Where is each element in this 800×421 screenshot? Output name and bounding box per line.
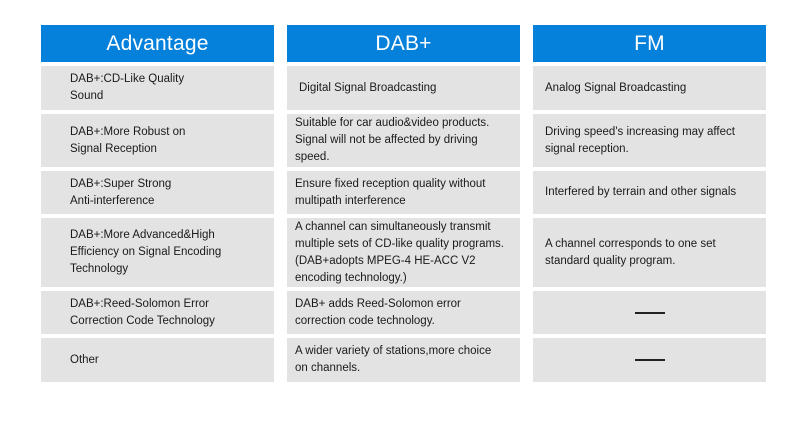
cell-text: A channel corresponds to one set standar… [545, 237, 716, 267]
cell-text: Analog Signal Broadcasting [545, 81, 687, 94]
cell-text: A channel can simultaneously transmit mu… [295, 220, 504, 284]
cell-text: DAB+:More Robust on Signal Reception [70, 125, 186, 155]
cell-text: DAB+:Reed-Solomon Error Correction Code … [70, 297, 215, 327]
column-header-fm: FM [533, 25, 766, 62]
cell-text: DAB+:CD-Like Quality Sound [70, 73, 185, 102]
cell-text: Driving speed's increasing may affect si… [545, 125, 735, 155]
table-cell-advantage-0: DAB+:CD-Like Quality Sound [41, 66, 274, 110]
table-cell-fm-5 [533, 338, 766, 382]
comparison-table: Advantage DAB+:CD-Like Quality Sound DAB… [41, 25, 766, 382]
column-fm: FM Analog Signal Broadcasting Driving sp… [533, 25, 766, 382]
column-dabplus: DAB+ Digital Signal Broadcasting Suitabl… [287, 25, 520, 382]
cell-text: Digital Signal Broadcasting [299, 81, 437, 94]
table-cell-dabplus-5: A wider variety of stations,more choice … [287, 338, 520, 382]
cell-text: Interfered by terrain and other signals [545, 186, 737, 198]
table-cell-dabplus-4: DAB+ adds Reed-Solomon error correction … [287, 291, 520, 334]
table-cell-fm-2: Interfered by terrain and other signals [533, 171, 766, 214]
cell-text: Ensure fixed reception quality without m… [295, 177, 486, 207]
em-dash-icon [634, 359, 665, 361]
table-cell-advantage-1: DAB+:More Robust on Signal Reception [41, 114, 274, 167]
table-cell-dabplus-2: Ensure fixed reception quality without m… [287, 171, 520, 214]
table-cell-advantage-5: Other [41, 338, 274, 382]
cell-text: A wider variety of stations,more choice … [295, 345, 492, 374]
em-dash-icon [634, 311, 665, 314]
table-cell-fm-3: A channel corresponds to one set standar… [533, 218, 766, 287]
cell-text: Suitable for car audio&video products. S… [295, 117, 490, 163]
column-header-advantage: Advantage [41, 25, 274, 62]
table-cell-dabplus-0: Digital Signal Broadcasting [287, 66, 520, 110]
table-cell-fm-4 [533, 291, 766, 334]
column-header-dabplus: DAB+ [287, 25, 520, 62]
column-advantage: Advantage DAB+:CD-Like Quality Sound DAB… [41, 25, 274, 382]
table-cell-advantage-2: DAB+:Super Strong Anti-interference [41, 171, 274, 214]
cell-text: DAB+ adds Reed-Solomon error correction … [295, 297, 461, 327]
cell-text: DAB+:More Advanced&High Efficiency on Si… [70, 229, 222, 275]
cell-text: Other [70, 353, 99, 366]
table-cell-advantage-3: DAB+:More Advanced&High Efficiency on Si… [41, 218, 274, 287]
cell-text: DAB+:Super Strong Anti-interference [70, 177, 172, 207]
table-cell-dabplus-3: A channel can simultaneously transmit mu… [287, 218, 520, 287]
table-cell-advantage-4: DAB+:Reed-Solomon Error Correction Code … [41, 291, 274, 334]
table-cell-fm-0: Analog Signal Broadcasting [533, 66, 766, 110]
table-cell-fm-1: Driving speed's increasing may affect si… [533, 114, 766, 167]
table-cell-dabplus-1: Suitable for car audio&video products. S… [287, 114, 520, 167]
